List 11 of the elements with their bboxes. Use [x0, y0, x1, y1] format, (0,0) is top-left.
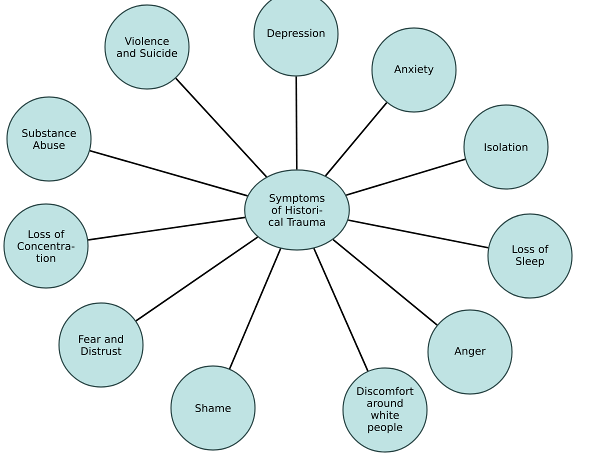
- connector-line: [346, 158, 466, 196]
- connector-line: [136, 236, 258, 322]
- connector-line: [313, 248, 369, 372]
- connector-line: [295, 76, 298, 170]
- connector-line: [175, 78, 268, 178]
- connector-line: [348, 219, 488, 249]
- connector-line: [332, 239, 438, 326]
- connector-line: [324, 102, 388, 176]
- connector-line: [88, 216, 246, 241]
- connector-line: [90, 150, 248, 197]
- connector-line: [228, 248, 282, 370]
